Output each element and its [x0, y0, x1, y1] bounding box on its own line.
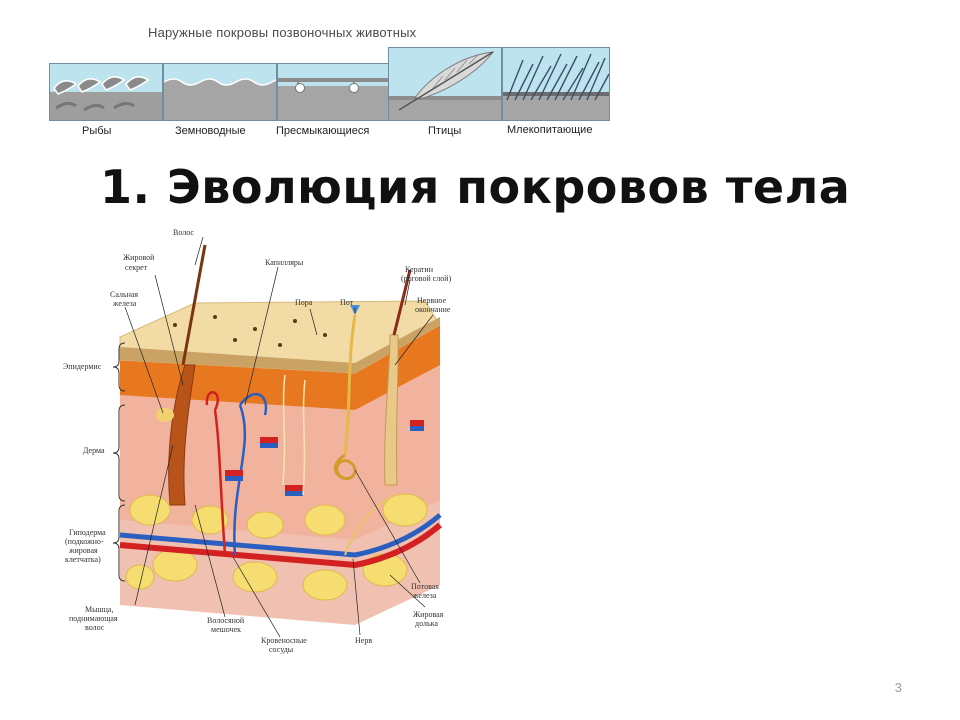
label-sweat-gland: Потовая: [411, 582, 439, 591]
panel-bird: [388, 47, 502, 121]
label-sebum: Жировой: [123, 253, 155, 262]
panel-fish: [49, 63, 163, 121]
label-keratin: Кератин: [405, 265, 434, 274]
dermis-layer: [120, 355, 440, 540]
label-capillaries: Капилляры: [265, 258, 304, 267]
label-follicle: Волосяной: [207, 616, 245, 625]
panel-amphibian: [163, 63, 277, 121]
label-sebaceous: Сальная: [110, 290, 138, 299]
label-sebum-2: секрет: [125, 263, 148, 272]
hair-skin-icon: [503, 53, 609, 120]
hair-follicle: [168, 364, 196, 506]
sebaceous-gland: [156, 408, 174, 422]
sweat-gland: [333, 453, 357, 480]
strip-title: Наружные покровы позвоночных животных: [148, 25, 417, 40]
label-hypodermis-3: жировая: [68, 546, 98, 555]
panel-label-reptile: Пресмыкающиеся: [276, 125, 370, 137]
label-nerve: Нерв: [355, 636, 372, 645]
label-pore: Пора: [295, 298, 313, 307]
amphibian-skin-icon: [164, 78, 276, 120]
label-vessels-2: сосуды: [269, 645, 294, 654]
pores: [173, 315, 327, 347]
vessel-cuts: [225, 420, 424, 496]
label-fat-lobule-2: долька: [415, 619, 438, 628]
panel-label-bird: Птицы: [428, 125, 462, 137]
label-muscle-2: поднимающая: [69, 614, 118, 623]
reptile-skin-icon: [278, 78, 388, 120]
sweat-duct: [343, 314, 357, 456]
panel-label-amphibian: Земноводные: [175, 125, 246, 137]
label-hypodermis: Гиподерма: [69, 528, 106, 537]
label-sweat: Пот: [340, 298, 354, 307]
label-muscle: Мышца,: [85, 605, 113, 614]
epidermis-layer: [120, 325, 440, 410]
vein: [119, 513, 442, 558]
page-number: 3: [894, 680, 902, 695]
feather-icon: [389, 51, 501, 120]
label-sebaceous-2: железа: [112, 299, 137, 308]
label-nerve-end-2: окончание: [415, 305, 451, 314]
label-fat-lobule: Жировая: [413, 610, 444, 619]
label-keratin-2: (роговой слой): [401, 274, 452, 283]
epidermis-bracket: [112, 342, 126, 392]
label-hypodermis-4: клетчатка): [65, 555, 101, 564]
label-hypodermis-2: (подкожно-: [65, 537, 104, 546]
hair-shaft: [181, 244, 207, 366]
hypodermis-bracket: [112, 504, 126, 582]
label-vessels: Кровеносные: [261, 636, 307, 645]
label-dermis: Дерма: [83, 446, 105, 455]
nerve: [344, 494, 396, 556]
panel-label-fish: Рыбы: [82, 125, 112, 137]
dermis-bracket: [112, 404, 126, 502]
panel-label-mammal: Млекопитающие: [507, 124, 593, 136]
panel-mammal: [502, 47, 610, 121]
label-sweat-gland-2: железа: [412, 591, 437, 600]
label-nerve-end: Нервное: [417, 296, 446, 305]
label-muscle-3: волос: [85, 623, 105, 632]
label-epidermis: Эпидермис: [63, 362, 102, 371]
panel-reptile: [277, 63, 391, 121]
leader-lines: [124, 236, 434, 638]
main-title: 1. Эволюция покровов тела: [100, 160, 851, 214]
fat-lobules: [125, 493, 428, 601]
skin-diagram: Волос Жировой секрет Капилляры Кератин (…: [63, 228, 452, 654]
label-hair: Волос: [173, 228, 194, 237]
artery: [119, 522, 442, 569]
fish-skin-icon: [50, 76, 162, 120]
label-follicle-2: мешочек: [211, 625, 241, 634]
